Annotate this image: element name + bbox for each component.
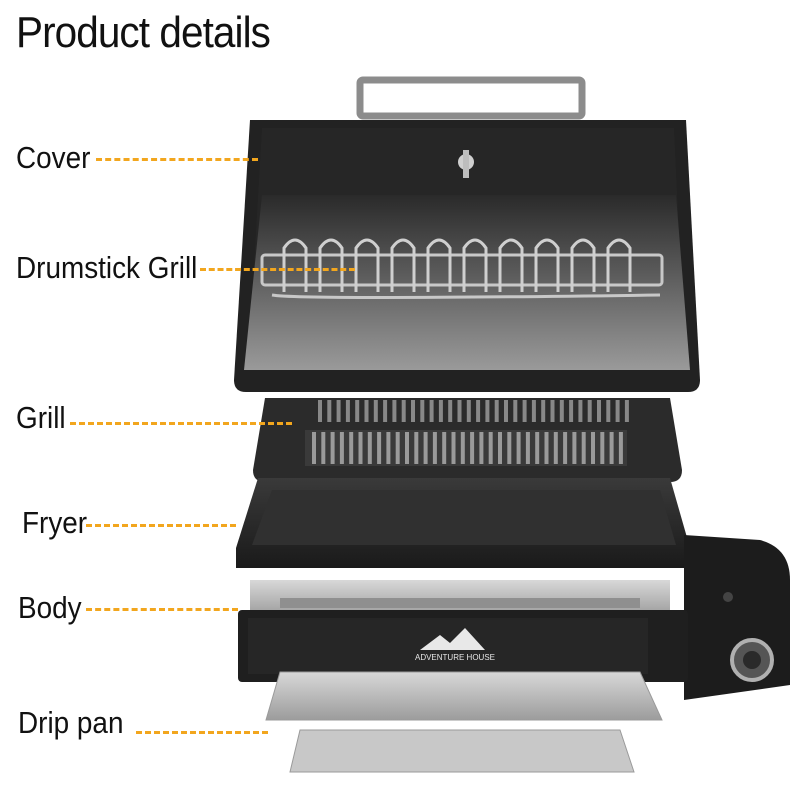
drumstick-loop xyxy=(570,238,596,292)
brand-logo-text: ADVENTURE HOUSE xyxy=(415,653,495,662)
leader-line-cover xyxy=(96,158,258,161)
drumstick-loop xyxy=(282,238,308,292)
drumstick-loop xyxy=(534,238,560,292)
grate-bar xyxy=(395,432,400,464)
grate-bar xyxy=(578,400,583,422)
grate-bar xyxy=(318,400,322,422)
grate-bar xyxy=(569,400,574,422)
drumstick-loop xyxy=(318,238,344,292)
leader-line-grill xyxy=(70,422,292,425)
grate-bar xyxy=(553,432,558,464)
grate-bar xyxy=(615,400,620,422)
grate-bar xyxy=(485,400,490,422)
grate-bar xyxy=(457,400,462,422)
grate-bar xyxy=(600,432,605,464)
grate-bar xyxy=(479,432,484,464)
grate-bar xyxy=(498,432,502,464)
grate-bar xyxy=(606,400,611,422)
grate-bar xyxy=(559,400,564,422)
grate-bar xyxy=(591,432,595,464)
page-title: Product details xyxy=(16,8,271,57)
part-label-drip-pan: Drip pan xyxy=(18,705,124,740)
grate-bar xyxy=(624,400,629,422)
grate-bar xyxy=(411,400,415,422)
grate-bar xyxy=(392,400,397,422)
grate-bar xyxy=(541,400,546,422)
grate-bar xyxy=(414,432,419,464)
grate-bar xyxy=(470,432,475,464)
grate-bar xyxy=(358,432,363,464)
grate-bar xyxy=(373,400,378,422)
part-label-cover: Cover xyxy=(16,140,91,175)
grate-bar xyxy=(345,400,350,422)
part-label-drumstick-grill: Drumstick Grill xyxy=(16,250,198,285)
grate-bar xyxy=(451,432,456,464)
grate-bar xyxy=(355,400,360,422)
leader-line-body xyxy=(86,608,238,611)
grate-bar xyxy=(581,432,586,464)
grate-bar xyxy=(525,432,530,464)
grate-bar xyxy=(442,432,447,464)
grate-bar xyxy=(572,432,577,464)
grate-bar xyxy=(405,432,409,464)
grate-bar xyxy=(367,432,372,464)
grate-bar xyxy=(312,432,316,464)
grate-bar xyxy=(330,432,335,464)
grate-bar xyxy=(420,400,425,422)
grate-bar xyxy=(504,400,508,422)
grate-bar xyxy=(587,400,592,422)
drip-pan-part xyxy=(265,671,663,773)
drumstick-loop xyxy=(606,238,632,292)
grate-bar xyxy=(476,400,481,422)
leader-line-drumstick-grill xyxy=(200,268,355,271)
drumstick-loop xyxy=(498,238,524,292)
grate-bar xyxy=(364,400,369,422)
part-label-grill: Grill xyxy=(16,400,66,435)
grate-bar xyxy=(522,400,527,422)
grate-bar xyxy=(438,400,443,422)
grate-bar xyxy=(349,432,354,464)
grate-bar xyxy=(535,432,540,464)
grate-bar xyxy=(466,400,471,422)
grate-bar xyxy=(513,400,518,422)
drumstick-loop xyxy=(462,238,488,292)
grate-bar xyxy=(429,400,434,422)
grate-bar xyxy=(531,400,536,422)
grate-bar xyxy=(339,432,344,464)
grate-bar xyxy=(383,400,388,422)
drumstick-loop xyxy=(390,238,416,292)
grate-bar xyxy=(432,432,437,464)
part-label-body: Body xyxy=(18,590,82,625)
fryer-part xyxy=(236,478,690,568)
grate-bar xyxy=(336,400,341,422)
part-label-fryer: Fryer xyxy=(22,505,88,540)
grate-bar xyxy=(507,432,512,464)
grate-bar xyxy=(321,432,326,464)
grate-bar xyxy=(423,432,428,464)
drumstick-loop xyxy=(426,238,452,292)
grate-bar xyxy=(386,432,391,464)
grate-bar xyxy=(597,400,601,422)
grate-bar xyxy=(516,432,521,464)
leader-line-fryer xyxy=(86,524,236,527)
grate-bar xyxy=(488,432,493,464)
cover-part xyxy=(234,76,700,392)
grate-bar xyxy=(618,432,623,464)
grate-bar xyxy=(401,400,406,422)
grate-bar xyxy=(544,432,549,464)
drumstick-loops xyxy=(282,238,632,292)
grate-bar xyxy=(494,400,499,422)
grill-grate-bars xyxy=(312,400,629,464)
grate-bar xyxy=(448,400,453,422)
grate-bar xyxy=(460,432,465,464)
grate-bar xyxy=(327,400,332,422)
grate-bar xyxy=(550,400,555,422)
grate-bar xyxy=(563,432,568,464)
grate-bar xyxy=(609,432,614,464)
leader-line-drip-pan xyxy=(136,731,268,734)
drumstick-loop xyxy=(354,238,380,292)
body-part xyxy=(238,535,790,700)
grate-bar xyxy=(377,432,382,464)
